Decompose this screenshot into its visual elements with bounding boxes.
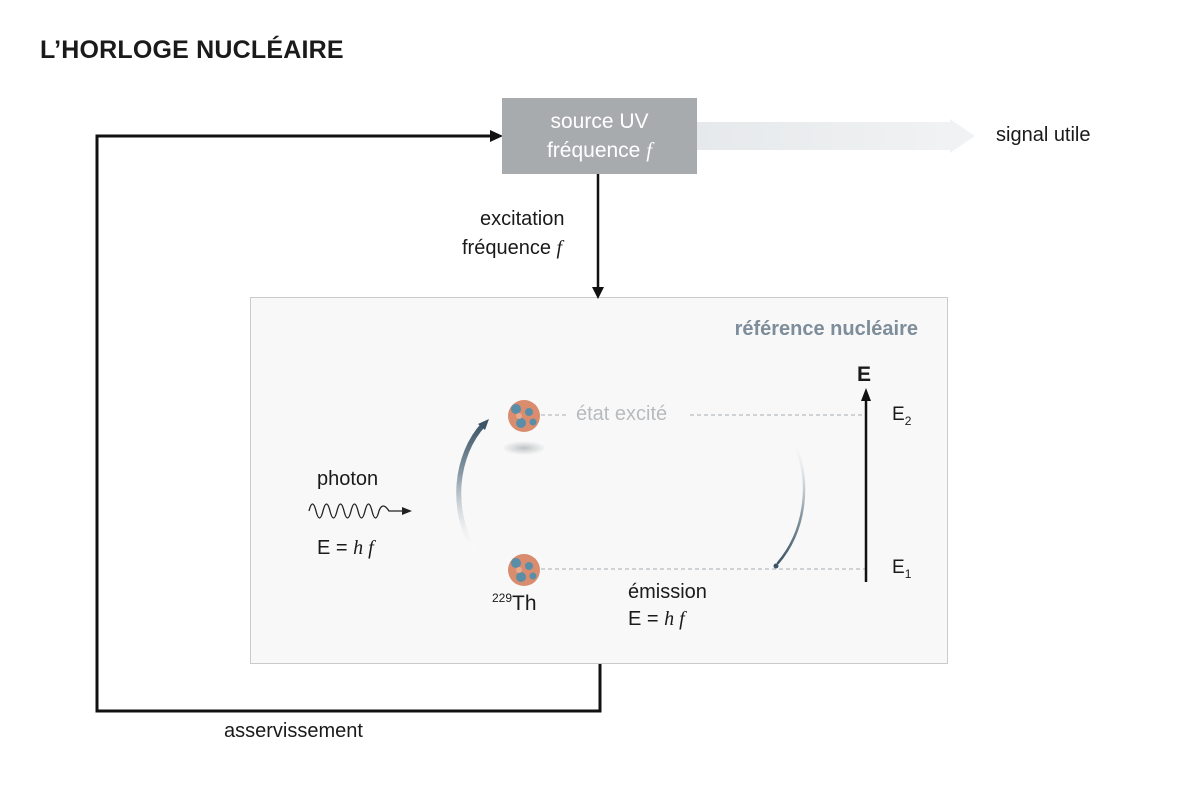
frequency-symbol: f: [646, 138, 653, 162]
excitation-label: excitation: [480, 208, 565, 230]
signal-output-arrow: [697, 119, 975, 153]
absorption-arc: [456, 421, 487, 553]
excited-nucleus: [502, 400, 546, 455]
page-title: L’HORLOGE NUCLÉAIRE: [40, 36, 344, 64]
ground-nucleus: [508, 554, 540, 586]
emission-arrowhead: [773, 563, 779, 569]
useful-signal-label: signal utile: [996, 124, 1091, 146]
nuclear-reference-box: [250, 297, 948, 664]
feedback-arrowhead: [490, 130, 503, 142]
uv-source-frequency: fréquence f: [546, 138, 653, 162]
excitation-frequency: fréquence f: [462, 237, 563, 259]
photon-wave: [308, 503, 403, 519]
emission-energy-symbol: h f: [664, 608, 685, 630]
emission-arc: [776, 438, 806, 565]
nucleus-label: 229Th: [492, 591, 537, 615]
photon-arrowhead: [402, 507, 412, 515]
frequency-symbol: f: [556, 237, 563, 259]
energy-axis-label: E: [857, 363, 872, 386]
excited-state-label: état excité: [576, 403, 668, 425]
uv-source-box: source UV fréquence f: [502, 98, 697, 174]
energy-level-1: E1: [892, 557, 912, 581]
feedback-label: asservissement: [224, 720, 363, 742]
emission-label: émission: [628, 581, 707, 603]
feedback-loop-line: [95, 134, 602, 713]
energy-level-2: E2: [892, 404, 912, 428]
emission-energy: E = h f: [628, 608, 685, 630]
excitation-arrowhead: [592, 287, 604, 299]
photon-label: photon: [317, 468, 379, 490]
absorption-arrowhead: [478, 419, 489, 430]
energy-axis-arrowhead: [861, 388, 871, 401]
reference-title: référence nucléaire: [734, 318, 918, 340]
uv-source-label: source UV: [550, 110, 649, 133]
photon-energy-symbol: h f: [353, 537, 374, 559]
photon-energy: E = h f: [317, 537, 374, 559]
